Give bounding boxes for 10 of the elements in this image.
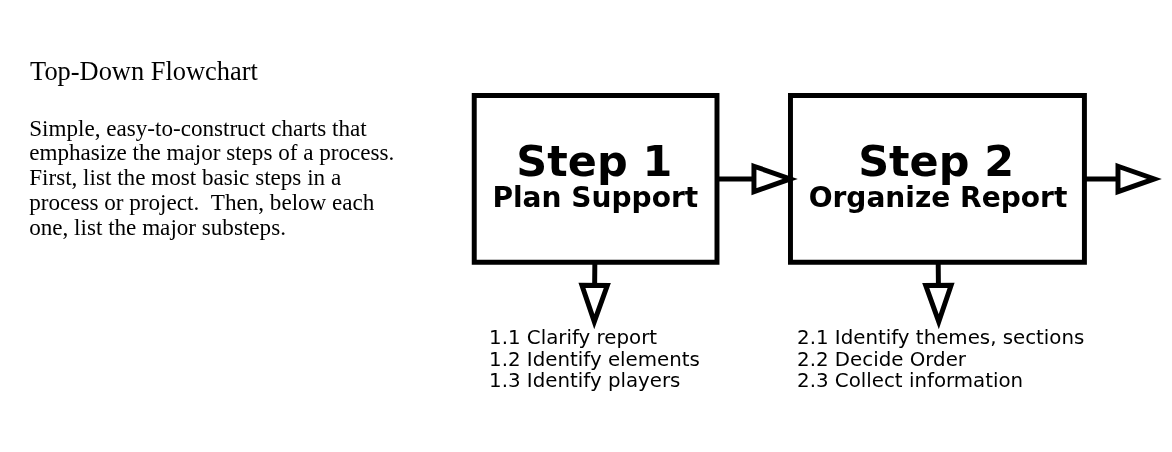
node-box: Step 1 Plan Support (471, 93, 720, 265)
node-box: Step 2 Organize Report (788, 93, 1087, 265)
node-text: 2.1 Identify themes, sections 2.2 Decide Order 2.3 Collect information (797, 326, 1085, 393)
arrow (717, 162, 798, 196)
label: Simple, easy-to-construct charts that emphasize the major steps of a process. First, list the most basic steps in a process or project. Then, below each one, list the major substeps. (29, 114, 395, 240)
arrow (578, 262, 611, 330)
arrow (922, 262, 955, 330)
node-text: 1.1 Clarify report 1.2 Identify elements 1.3 Identify players (489, 326, 700, 393)
diagram-title: Top-Down Flowchart (30, 56, 258, 87)
arrow (1084, 162, 1162, 196)
